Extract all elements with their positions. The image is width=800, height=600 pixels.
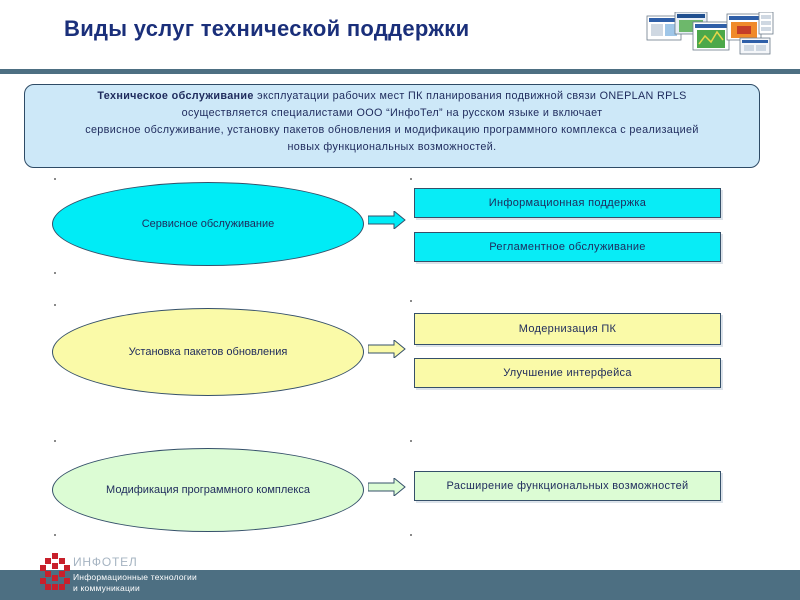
target-box-pc-modernization: Модернизация ПК [414,313,721,345]
intro-bold-term: Техническое обслуживание [97,90,254,102]
service-label: Модификация программного комплекса [106,484,310,496]
footer-tagline-line-1: Информационные технологии [73,572,197,582]
footer-brand-name: ИНФОТЕЛ [73,555,138,569]
target-label: Модернизация ПК [518,323,617,335]
arrow-right-icon [368,478,406,496]
marker-dot [54,534,56,536]
service-label: Установка пакетов обновления [128,346,288,358]
marker-dot [54,272,56,274]
target-label: Регламентное обслуживание [489,241,646,253]
target-box-scheduled-maintenance: Регламентное обслуживание [414,232,721,262]
marker-dot [410,534,412,536]
target-box-functionality-extension: Расширение функциональных возможностей [414,471,721,501]
header-rule [0,69,800,74]
marker-dot [410,178,412,180]
marker-dot [54,440,56,442]
arrow-right-icon [368,340,406,358]
service-oval-update-packages: Установка пакетов обновления [52,308,364,396]
marker-dot [410,440,412,442]
target-label: Улучшение интерфейса [503,367,632,379]
marker-dot [54,304,56,306]
company-logo [40,553,70,590]
target-label: Информационная поддержка [488,197,647,209]
target-label: Расширение функциональных возможностей [446,480,689,492]
footer-tagline-line-2: и коммуникации [73,583,140,593]
marker-dot [54,178,56,180]
intro-line-1: эксплуатации рабочих мест ПК планировани… [253,90,687,102]
page-title: Виды услуг технической поддержки [64,16,470,41]
target-box-interface-improvement: Улучшение интерфейса [414,358,721,388]
intro-description-box: Техническое обслуживание эксплуатации ра… [24,84,760,168]
intro-line-3: сервисное обслуживание, установку пакето… [85,124,699,136]
footer-band [0,570,800,600]
service-oval-service-maintenance: Сервисное обслуживание [52,182,364,266]
target-box-information-support: Информационная поддержка [414,188,721,218]
service-label: Сервисное обслуживание [141,218,275,230]
intro-line-2: осуществляется специалистами ООО “ИнфоТе… [181,107,603,119]
arrow-right-icon [368,211,406,229]
intro-line-4: новых функциональных возможностей. [287,141,497,153]
app-screenshots-thumbnail [646,12,774,55]
service-oval-software-modification: Модификация программного комплекса [52,448,364,532]
marker-dot [410,300,412,302]
